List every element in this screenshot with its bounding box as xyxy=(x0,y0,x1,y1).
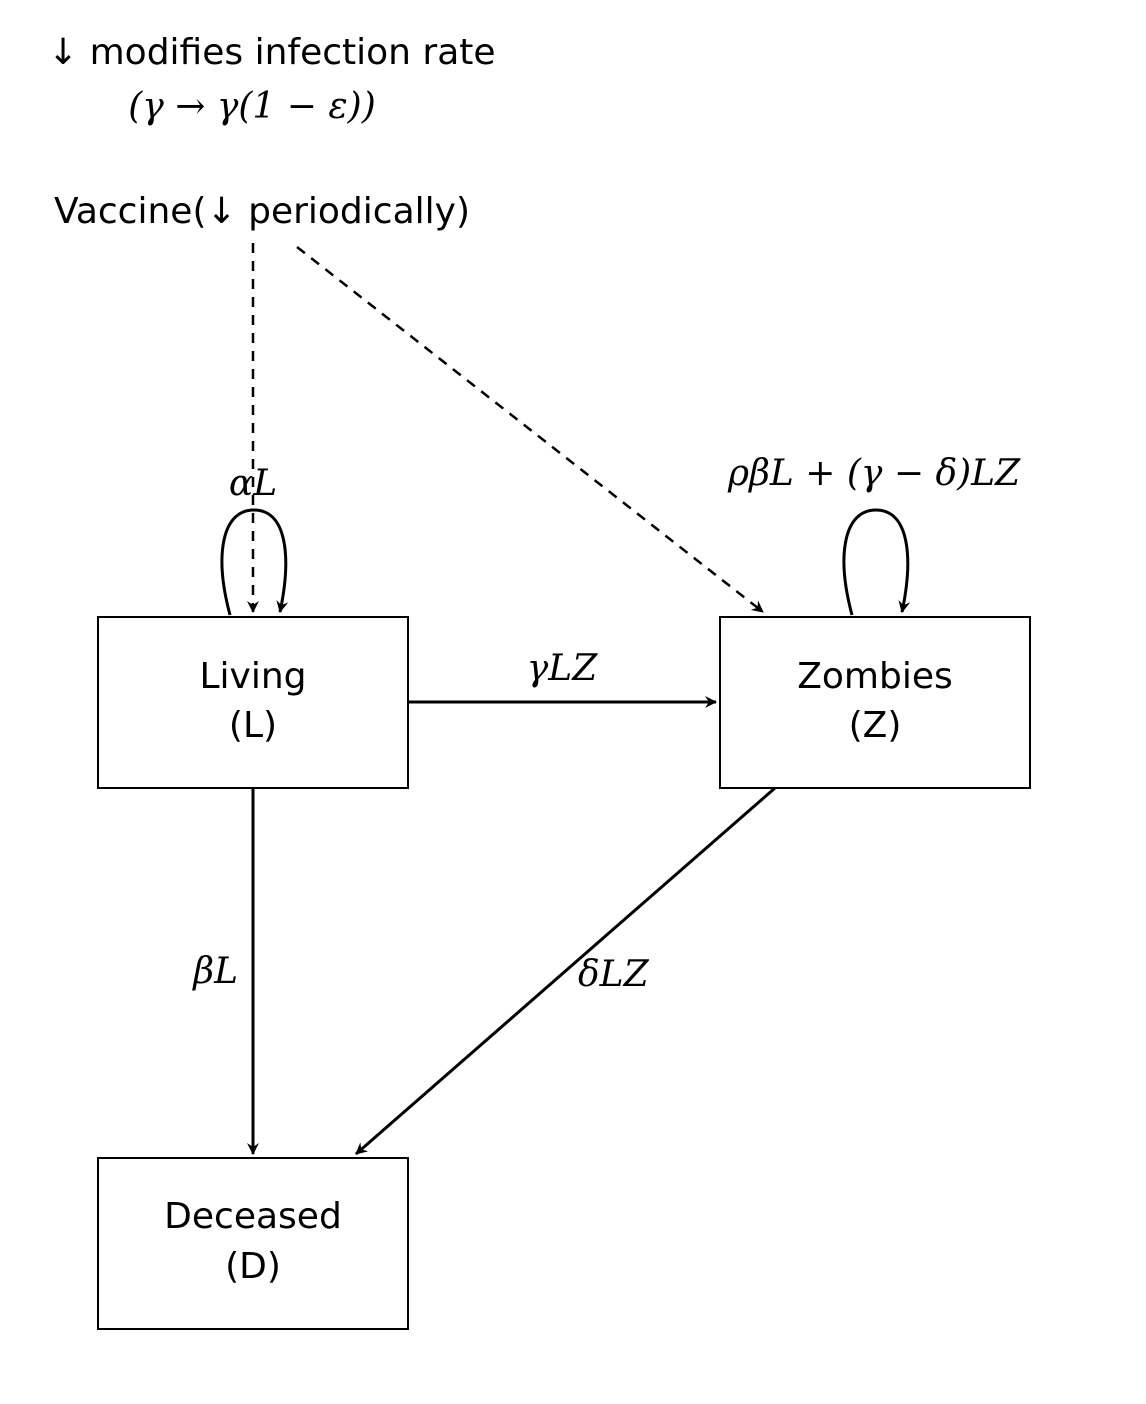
deceased-node: Deceased (D) xyxy=(97,1157,409,1330)
living-symbol: (L) xyxy=(229,705,277,746)
zombies-to-deceased-arrow xyxy=(355,786,776,1156)
top-note-line2: (γ → γ(1 − ε)) xyxy=(128,86,376,127)
vaccine-label: Vaccine(↓ periodically) xyxy=(54,191,470,232)
zombies-self-loop-label: ρβL + (γ − δ)LZ xyxy=(727,453,1021,494)
living-name: Living xyxy=(199,656,306,697)
zombies-name: Zombies xyxy=(797,656,953,697)
zombies-to-deceased-label: δLZ xyxy=(578,954,650,995)
living-self-loop-label: αL xyxy=(229,463,277,504)
deceased-name: Deceased xyxy=(164,1196,342,1237)
top-note-line1: ↓ modifies infection rate xyxy=(48,32,496,73)
deceased-symbol: (D) xyxy=(225,1246,281,1287)
zombies-self-loop-arrow xyxy=(842,508,911,616)
living-self-loop-arrow xyxy=(220,508,289,616)
zombies-node: Zombies (Z) xyxy=(719,616,1031,789)
living-to-deceased-label: βL xyxy=(191,951,238,992)
zombies-symbol: (Z) xyxy=(849,705,902,746)
living-node: Living (L) xyxy=(97,616,409,789)
living-to-zombies-label: γLZ xyxy=(527,648,598,689)
vaccine-to-zombies-arrow xyxy=(296,246,764,613)
